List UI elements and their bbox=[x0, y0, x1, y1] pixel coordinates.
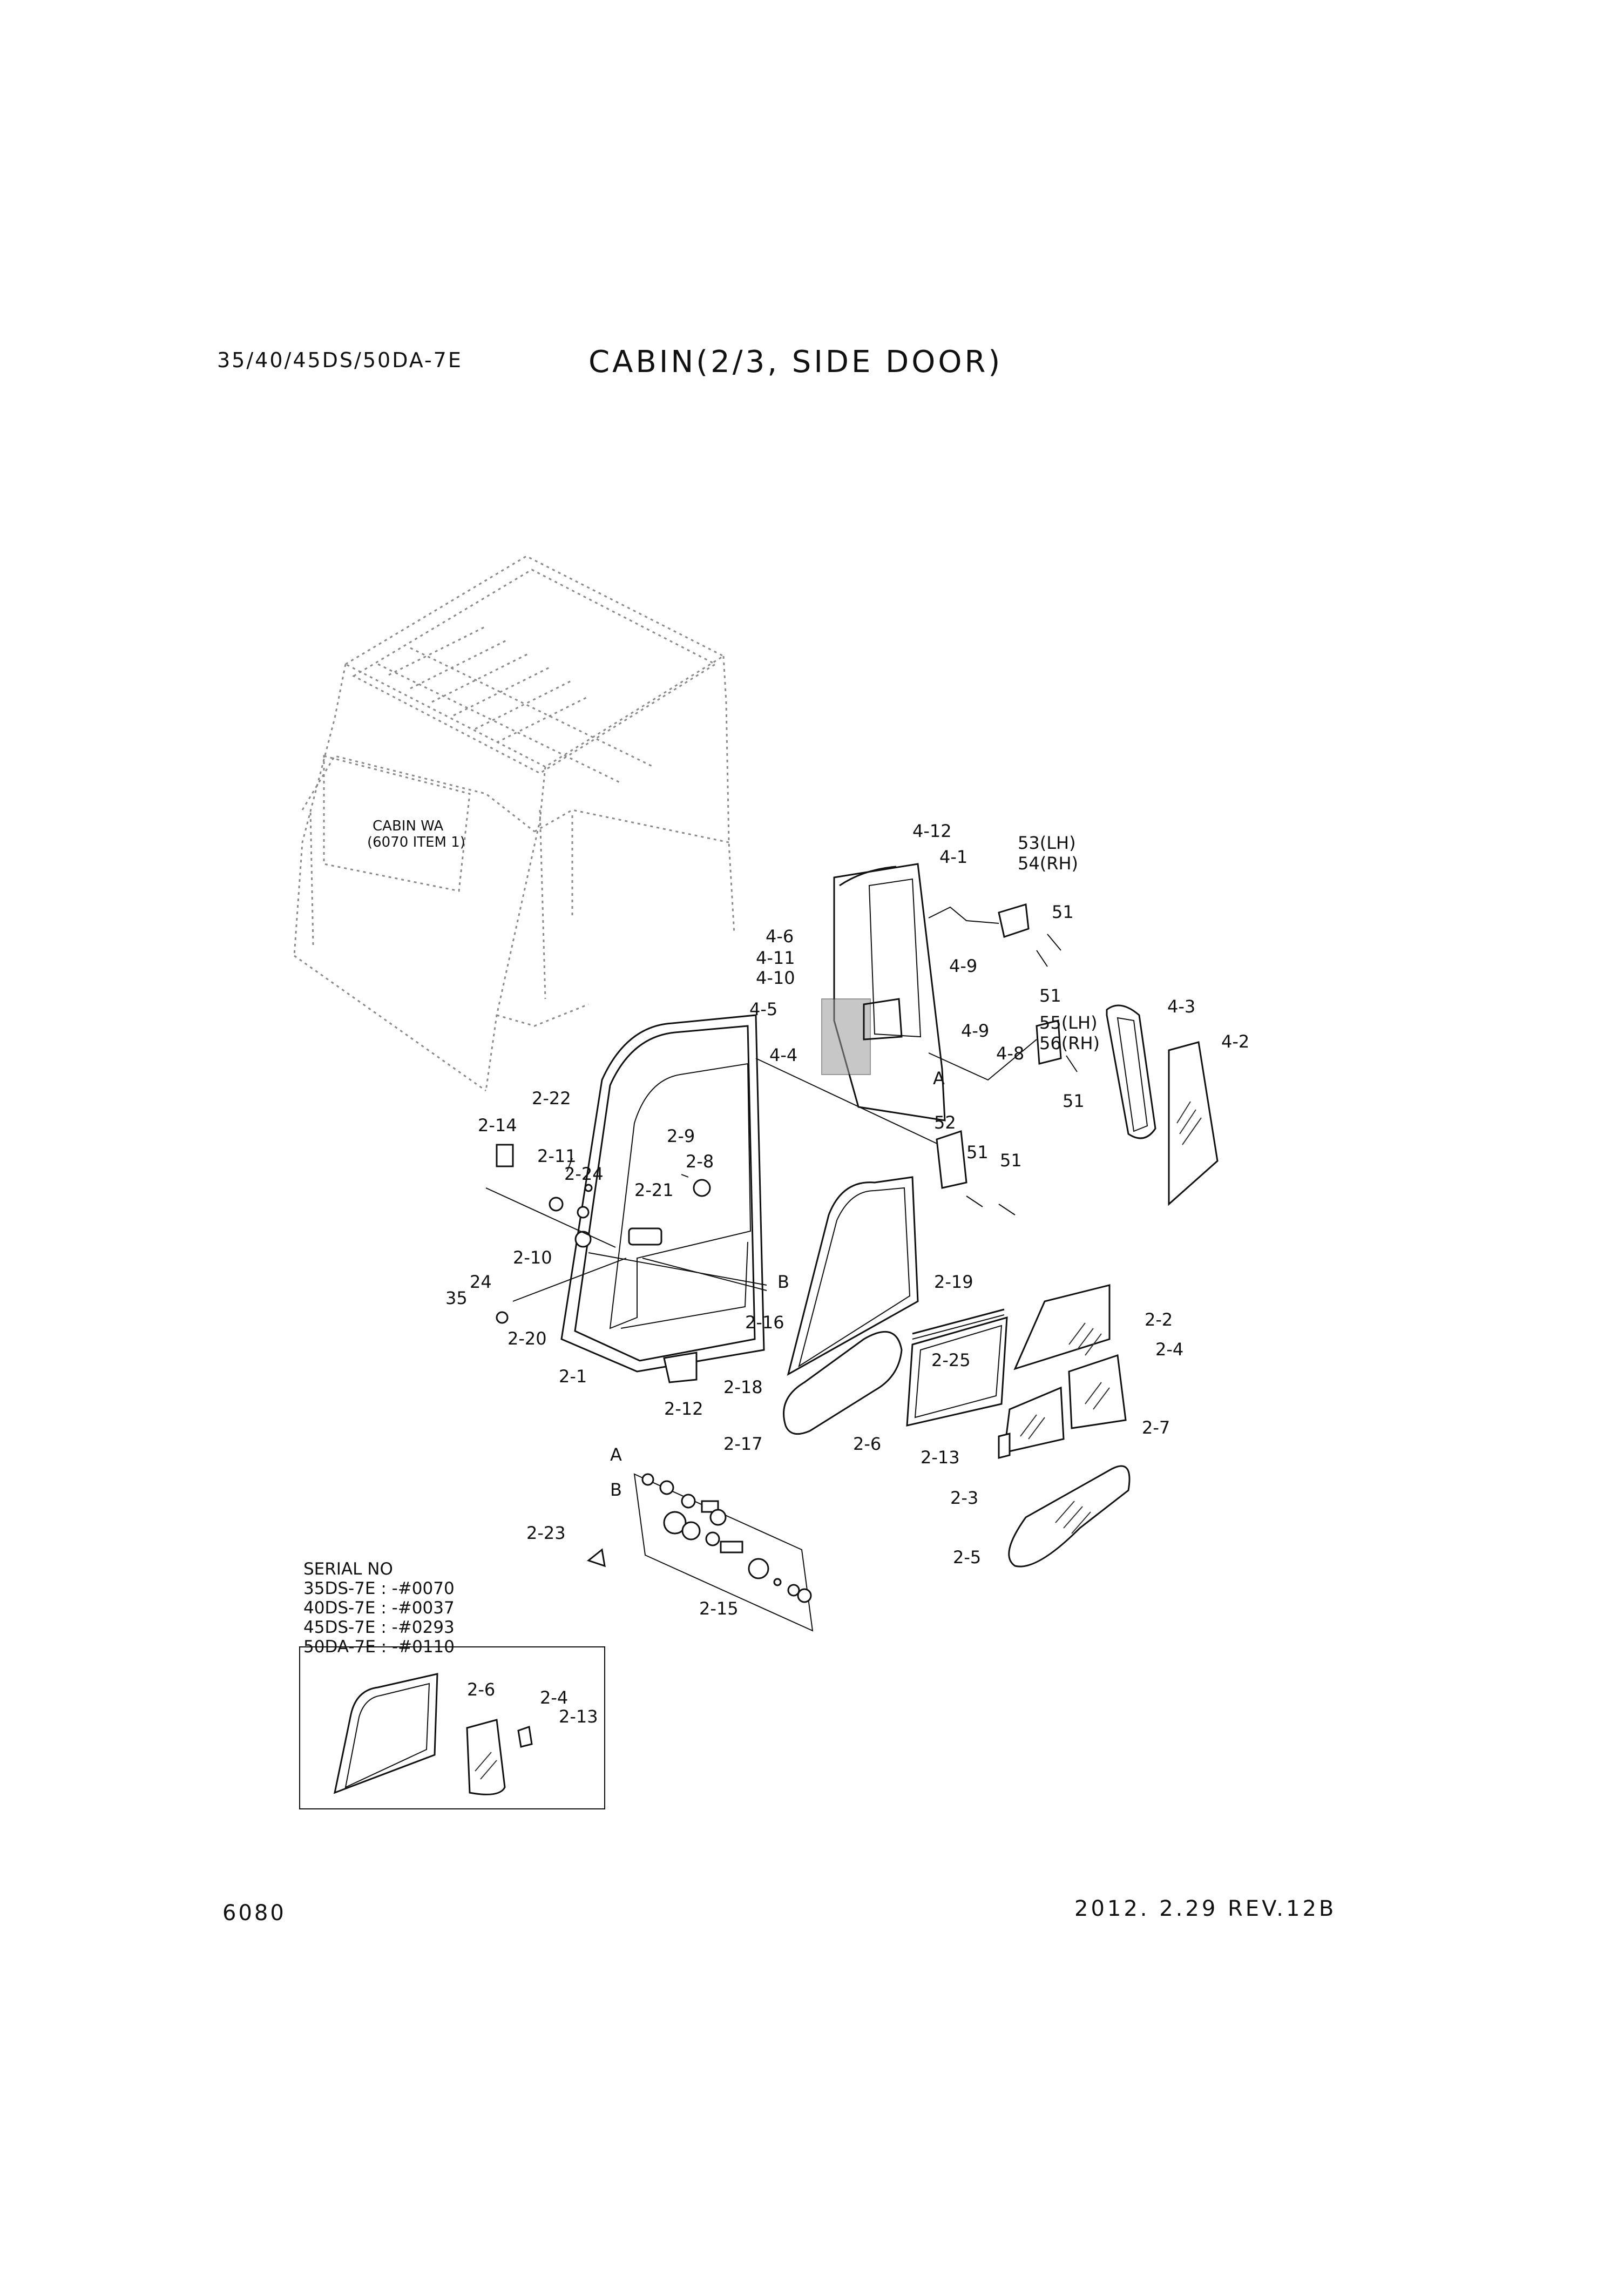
label-4-5: 4-5 bbox=[749, 999, 777, 1019]
label-2-6: 2-6 bbox=[853, 1434, 881, 1454]
rear-window-seal-4-3 bbox=[1106, 1004, 1156, 1139]
serial-row: 50DA-7E : -#0110 bbox=[303, 1637, 455, 1657]
door-handle-2-21 bbox=[628, 1227, 662, 1246]
label-A2: A bbox=[610, 1444, 622, 1465]
label-2-15: 2-15 bbox=[699, 1598, 739, 1619]
label-56: 56(RH) bbox=[1039, 1033, 1100, 1053]
serial-heading: SERIAL NO bbox=[303, 1559, 393, 1579]
label-53: 53(LH) bbox=[1018, 833, 1076, 853]
revision-stamp: 2012. 2.29 REV.12B bbox=[1074, 1896, 1337, 1921]
label-52: 52 bbox=[934, 1112, 956, 1133]
label-4-9a: 4-9 bbox=[949, 956, 977, 976]
cabin-wa-item-label: (6070 ITEM 1) bbox=[367, 834, 465, 850]
glass-2-2 bbox=[1013, 1284, 1111, 1370]
window-seal-2-17 bbox=[783, 1330, 903, 1435]
label-2-1: 2-1 bbox=[559, 1366, 587, 1387]
label-2-4: 2-4 bbox=[1155, 1339, 1183, 1360]
rear-door-frame bbox=[821, 863, 946, 1122]
part-labels: 4-12 4-1 53(LH) 54(RH) 51 51 4-6 4-11 4-… bbox=[445, 821, 1249, 1619]
bolts-51 bbox=[966, 934, 1078, 1215]
door-hinge-55 bbox=[1036, 1019, 1062, 1065]
serial-row: 40DS-7E : -#0037 bbox=[303, 1598, 455, 1618]
serial-number-table: SERIAL NO 35DS-7E : -#0070 40DS-7E : -#0… bbox=[303, 1559, 455, 1657]
label-2-17: 2-17 bbox=[723, 1434, 763, 1454]
sliding-window-2-6 bbox=[906, 1316, 1008, 1427]
glass-2-5 bbox=[1008, 1465, 1131, 1568]
label-2-20: 2-20 bbox=[508, 1328, 547, 1349]
label-51b: 51 bbox=[1039, 985, 1061, 1006]
cabin-wa-label: CABIN WA bbox=[373, 818, 443, 834]
hinge-52 bbox=[936, 1130, 967, 1189]
hinge-leader-55 bbox=[928, 1039, 1037, 1081]
inset-label-2-6: 2-6 bbox=[467, 1679, 495, 1700]
label-51e: 51 bbox=[1000, 1150, 1022, 1171]
hinge-leader-53 bbox=[928, 906, 999, 924]
label-2-21: 2-21 bbox=[634, 1180, 674, 1200]
label-24: 24 bbox=[470, 1272, 492, 1292]
window-frame-2-19 bbox=[912, 1308, 1005, 1340]
window-seal-2-18 bbox=[787, 1176, 919, 1376]
label-2-23: 2-23 bbox=[526, 1523, 566, 1543]
label-2-11: 2-11 bbox=[537, 1146, 577, 1166]
serial-row: 45DS-7E : -#0293 bbox=[303, 1618, 455, 1637]
label-4-10: 4-10 bbox=[756, 968, 795, 988]
serial-row: 35DS-7E : -#0070 bbox=[303, 1579, 455, 1598]
roof-vent-slats bbox=[388, 625, 589, 744]
label-51d: 51 bbox=[966, 1142, 989, 1163]
label-2-5: 2-5 bbox=[953, 1547, 981, 1568]
label-4-2: 4-2 bbox=[1221, 1031, 1249, 1052]
label-2-13: 2-13 bbox=[921, 1447, 960, 1468]
label-4-9b: 4-9 bbox=[961, 1021, 989, 1041]
label-4-6: 4-6 bbox=[766, 926, 794, 947]
label-A1: A bbox=[933, 1068, 945, 1089]
label-2-18: 2-18 bbox=[723, 1377, 763, 1397]
page-title: CABIN(2/3, SIDE DOOR) bbox=[588, 344, 1003, 380]
label-B2: B bbox=[610, 1480, 622, 1500]
label-2-10: 2-10 bbox=[513, 1247, 552, 1268]
label-4-12: 4-12 bbox=[912, 821, 952, 841]
label-4-1: 4-1 bbox=[939, 847, 967, 867]
inset-label-2-4: 2-4 bbox=[540, 1687, 568, 1708]
label-4-8: 4-8 bbox=[996, 1043, 1024, 1064]
latch-assembly-2-15 bbox=[633, 1473, 814, 1632]
label-35: 35 bbox=[445, 1288, 468, 1308]
glass-2-3 bbox=[1003, 1386, 1065, 1454]
label-55: 55(LH) bbox=[1039, 1012, 1098, 1033]
label-B1: B bbox=[777, 1272, 789, 1292]
label-2-12: 2-12 bbox=[664, 1399, 703, 1419]
cabin-reference-outline bbox=[293, 555, 735, 1092]
label-2-7: 2-7 bbox=[1142, 1417, 1170, 1438]
model-number: 35/40/45DS/50DA-7E bbox=[217, 348, 463, 372]
inset-label-2-13: 2-13 bbox=[559, 1706, 598, 1727]
label-2-22: 2-22 bbox=[532, 1088, 571, 1109]
label-2-9: 2-9 bbox=[667, 1126, 695, 1146]
label-4-3: 4-3 bbox=[1167, 996, 1195, 1017]
label-51a: 51 bbox=[1052, 902, 1074, 922]
label-4-11: 4-11 bbox=[756, 948, 795, 968]
label-2-24: 2-24 bbox=[564, 1164, 604, 1184]
front-door-frame bbox=[560, 1014, 765, 1373]
glass-2-4 bbox=[1068, 1354, 1127, 1429]
label-54: 54(RH) bbox=[1018, 853, 1078, 874]
label-2-19: 2-19 bbox=[934, 1272, 973, 1292]
door-hinge-53 bbox=[998, 903, 1030, 938]
hinge-leader-52 bbox=[755, 1058, 940, 1145]
label-2-8: 2-8 bbox=[686, 1151, 714, 1172]
door-lock-2-12 bbox=[663, 1352, 698, 1383]
label-51c: 51 bbox=[1063, 1091, 1085, 1111]
label-2-3: 2-3 bbox=[950, 1488, 978, 1508]
label-2-14: 2-14 bbox=[478, 1115, 517, 1136]
label-2-2: 2-2 bbox=[1145, 1309, 1173, 1330]
label-2-25: 2-25 bbox=[931, 1350, 971, 1370]
serial-inset-box: 2-6 2-4 2-13 bbox=[299, 1646, 605, 1809]
rear-glass-4-2 bbox=[1168, 1041, 1219, 1206]
label-2-16: 2-16 bbox=[745, 1312, 784, 1333]
label-4-4: 4-4 bbox=[769, 1045, 797, 1065]
small-parts-left bbox=[485, 1144, 1011, 1568]
page-number: 6080 bbox=[222, 1901, 286, 1926]
